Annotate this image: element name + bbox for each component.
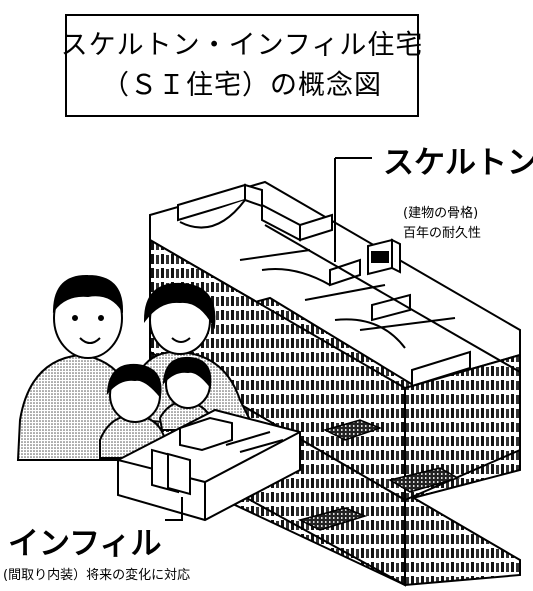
title-line-2: （ＳＩ住宅）の概念図 [102,69,382,101]
mother-hair [143,282,216,330]
rooftop-unit [367,238,401,276]
infill-partition [179,416,233,452]
infill-leader-line [165,497,183,521]
title-box: スケルトン・インフィル住宅 （ＳＩ住宅）の概念図 [61,14,422,117]
father-hair [52,274,124,314]
child1-hair [106,363,162,399]
skeleton-note-2: 百年の耐久性 [403,226,482,241]
family-illustration [16,274,257,461]
floor-band-1-side [404,353,521,502]
infill-note: (間取り内装）将来の変化に対応 [3,568,191,583]
skeleton-note-1: (建物の骨格) [403,206,479,221]
child2-hair [162,356,212,389]
infill-label: インフィル [8,526,162,562]
floor-machinery [297,419,460,531]
title-line-1: スケルトン・インフィル住宅 [60,29,424,61]
skeleton-label: スケルトン [383,145,533,181]
infill-module [117,408,301,522]
